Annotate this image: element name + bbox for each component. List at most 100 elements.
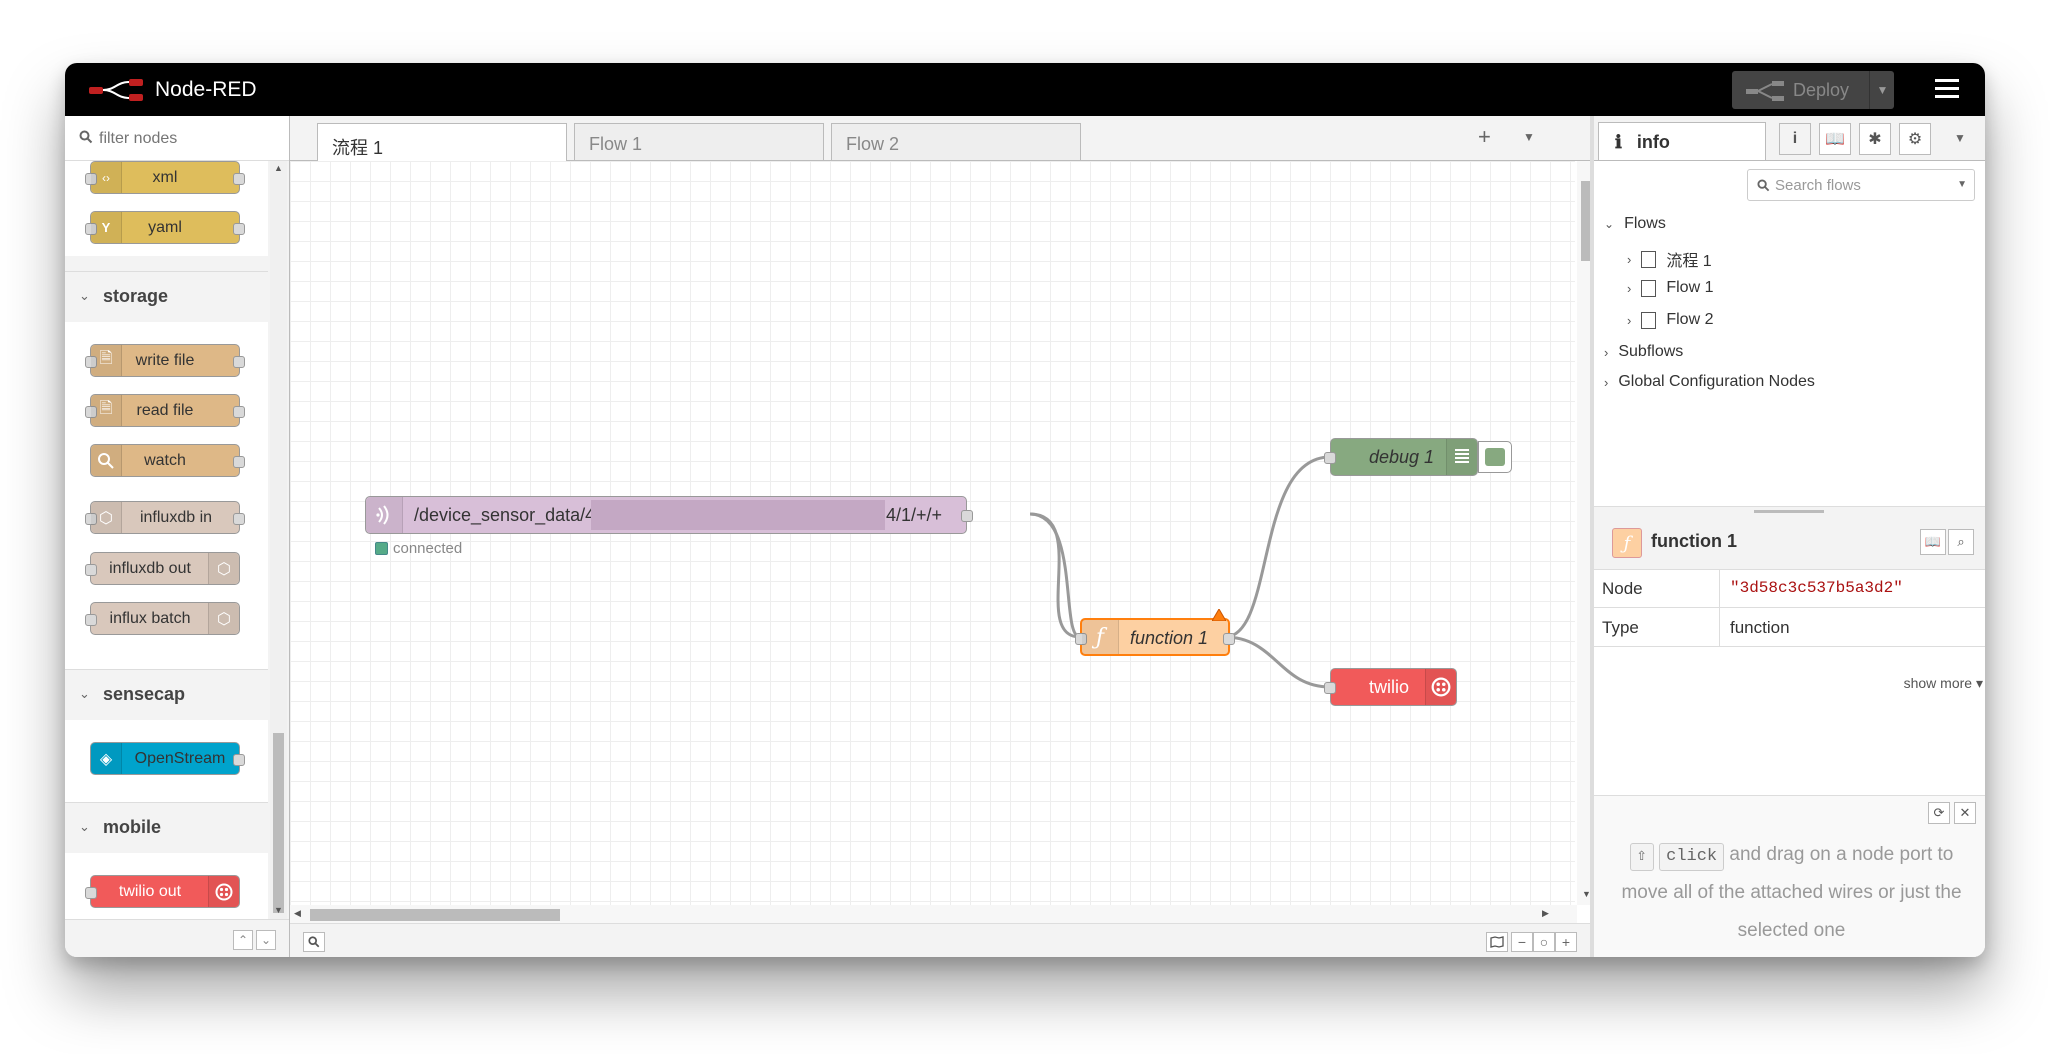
function-icon: ƒ bbox=[1612, 528, 1642, 558]
search-flows-input[interactable]: Search flows ▼ bbox=[1747, 169, 1975, 201]
show-more-link[interactable]: show more ▾ bbox=[1903, 675, 1983, 691]
palette-node-openstream[interactable]: ◈ OpenStream bbox=[90, 742, 245, 775]
tab-flow-chinese[interactable]: 流程 1 bbox=[317, 123, 567, 161]
tree-flow-item[interactable]: › 流程 1 bbox=[1627, 247, 1712, 271]
tab-flow-1[interactable]: Flow 1 bbox=[574, 123, 824, 160]
workspace: 流程 1 Flow 1 Flow 2 + ▼ /device_sensor_da… bbox=[290, 116, 1595, 957]
help-book-icon[interactable]: 📖 bbox=[1819, 123, 1851, 155]
sidebar-tabs: ℹ info i 📖 ✱ ⚙ ▼ bbox=[1594, 116, 1985, 161]
filter-nodes-input[interactable] bbox=[97, 126, 281, 152]
search-icon[interactable] bbox=[303, 932, 325, 952]
tree-label: Global Configuration Nodes bbox=[1618, 373, 1815, 390]
category-storage[interactable]: ⌄ storage bbox=[65, 271, 268, 322]
wire-function-to-debug bbox=[1224, 455, 1331, 639]
palette-node-influxdb-out[interactable]: influxdb out ⬡ bbox=[85, 552, 240, 585]
node-red-window: Node-RED Deploy ▼ bbox=[65, 63, 1985, 957]
palette-node-xml[interactable]: ‹› xml bbox=[85, 161, 245, 194]
tab-info[interactable]: ℹ info bbox=[1598, 122, 1766, 160]
mqtt-topic-suffix: 4/1/+/+ bbox=[886, 505, 943, 525]
twilio-icon bbox=[1425, 669, 1456, 705]
palette-node-watch[interactable]: watch bbox=[90, 444, 245, 477]
input-port[interactable] bbox=[1075, 633, 1087, 645]
twilio-icon bbox=[208, 876, 239, 907]
palette-node-influxdb-in[interactable]: ⬡ influxdb in bbox=[85, 501, 245, 534]
twilio-out-node[interactable]: twilio bbox=[1324, 668, 1457, 706]
input-port[interactable] bbox=[1324, 682, 1336, 694]
mqtt-topic-label: /device_sensor_data/4 bbox=[414, 505, 596, 525]
tree-label: 流程 1 bbox=[1666, 253, 1712, 270]
gear-icon[interactable]: ⚙ bbox=[1899, 123, 1931, 155]
node-id-row: Node "3d58c3c537b5a3d2" bbox=[1594, 569, 1985, 608]
workspace-footer: − ○ + bbox=[290, 923, 1595, 957]
prop-key: Type bbox=[1602, 618, 1639, 637]
output-port[interactable] bbox=[1223, 633, 1235, 645]
tab-flow-2[interactable]: Flow 2 bbox=[831, 123, 1081, 160]
mqtt-icon bbox=[366, 497, 403, 533]
zoom-reset-icon[interactable]: ○ bbox=[1533, 932, 1555, 952]
node-info-header: ƒ function 1 📖 ⌕ bbox=[1594, 517, 1985, 570]
debug-toggle-button[interactable] bbox=[1478, 441, 1512, 473]
zoom-out-icon[interactable]: − bbox=[1511, 932, 1533, 952]
tree-flow-item[interactable]: › Flow 2 bbox=[1627, 311, 1713, 329]
canvas-horizontal-scrollbar[interactable]: ◀ ▶ bbox=[290, 905, 1577, 923]
chevron-down-icon: ⌄ bbox=[79, 288, 90, 303]
collapse-all-icon[interactable]: ⌃ bbox=[233, 930, 253, 950]
search-icon bbox=[79, 130, 93, 144]
refresh-tip-icon[interactable]: ⟳ bbox=[1928, 802, 1950, 824]
navigator-map-icon[interactable] bbox=[1486, 932, 1508, 952]
node-red-logo-icon bbox=[89, 79, 143, 101]
function-node[interactable]: ƒ function 1 bbox=[1075, 609, 1235, 656]
search-icon[interactable]: ⌕ bbox=[1948, 529, 1974, 555]
debug-bug-icon[interactable]: ✱ bbox=[1859, 123, 1891, 155]
tree-label: Flow 1 bbox=[1666, 279, 1714, 296]
palette-node-yaml[interactable]: Y yaml bbox=[85, 211, 245, 244]
tab-list-dropdown-icon[interactable]: ▼ bbox=[1523, 130, 1535, 144]
chevron-down-icon: ⌄ bbox=[79, 819, 90, 834]
tab-label: Flow 2 bbox=[846, 134, 900, 154]
node-id-value[interactable]: "3d58c3c537b5a3d2" bbox=[1730, 579, 1903, 597]
palette-node-write-file[interactable]: 🗎 write file bbox=[85, 344, 245, 377]
tree-flows[interactable]: ⌄ Flows bbox=[1604, 215, 1666, 233]
debug-node[interactable]: debug 1 bbox=[1324, 438, 1512, 476]
chevron-right-icon: › bbox=[1627, 251, 1632, 267]
deploy-button[interactable]: Deploy ▼ bbox=[1732, 71, 1894, 109]
help-book-icon[interactable]: 📖 bbox=[1920, 529, 1946, 555]
category-label: sensecap bbox=[103, 684, 186, 704]
flow-canvas[interactable]: /device_sensor_data/4 4/1/+/+ connected … bbox=[290, 161, 1575, 905]
close-icon[interactable]: ✕ bbox=[1954, 802, 1976, 824]
palette-node-read-file[interactable]: 🗎 read file bbox=[85, 394, 245, 427]
zoom-in-icon[interactable]: + bbox=[1555, 932, 1577, 952]
tree-global-config[interactable]: › Global Configuration Nodes bbox=[1604, 373, 1815, 391]
palette-footer: ⌃ ⌄ bbox=[65, 919, 289, 957]
add-flow-icon[interactable]: + bbox=[1478, 124, 1491, 149]
info-icon[interactable]: i bbox=[1779, 123, 1811, 155]
main-menu-icon[interactable] bbox=[1935, 77, 1959, 101]
wire-mqtt-to-function-b bbox=[1029, 512, 1081, 639]
expand-all-icon[interactable]: ⌄ bbox=[256, 930, 276, 950]
palette-node-influx-batch[interactable]: influx batch ⬡ bbox=[85, 602, 240, 635]
palette-node-label: read file bbox=[136, 401, 194, 419]
function-node-label: function 1 bbox=[1130, 628, 1209, 648]
node-palette: ‹› xml Y yaml ⌄ storage 🗎 bbox=[65, 116, 290, 957]
category-mobile[interactable]: ⌄ mobile bbox=[65, 802, 268, 853]
sidebar-menu-dropdown-icon[interactable]: ▼ bbox=[1954, 131, 1966, 145]
file-in-icon: 🗎 bbox=[91, 395, 122, 426]
mqtt-in-node[interactable]: /device_sensor_data/4 4/1/+/+ bbox=[365, 496, 973, 534]
output-port[interactable] bbox=[961, 510, 973, 522]
flow-icon bbox=[1641, 250, 1657, 268]
tab-info-label: info bbox=[1636, 132, 1670, 152]
input-port[interactable] bbox=[1324, 452, 1336, 464]
category-sensecap[interactable]: ⌄ sensecap bbox=[65, 669, 268, 720]
show-more-label: show more bbox=[1903, 675, 1973, 691]
debug-node-label: debug 1 bbox=[1369, 447, 1435, 467]
tree-flow-item[interactable]: › Flow 1 bbox=[1627, 279, 1713, 297]
chevron-right-icon: › bbox=[1627, 312, 1632, 328]
mqtt-status: connected bbox=[375, 540, 462, 557]
deploy-dropdown-icon[interactable]: ▼ bbox=[1869, 71, 1895, 109]
palette-node-twilio-out[interactable]: twilio out bbox=[85, 875, 240, 908]
palette-scrollbar[interactable]: ▲ ▼ bbox=[270, 161, 287, 919]
status-text: connected bbox=[393, 540, 463, 557]
prop-key: Node bbox=[1602, 579, 1643, 598]
tree-label: Flows bbox=[1624, 215, 1666, 232]
tree-subflows[interactable]: › Subflows bbox=[1604, 343, 1683, 361]
